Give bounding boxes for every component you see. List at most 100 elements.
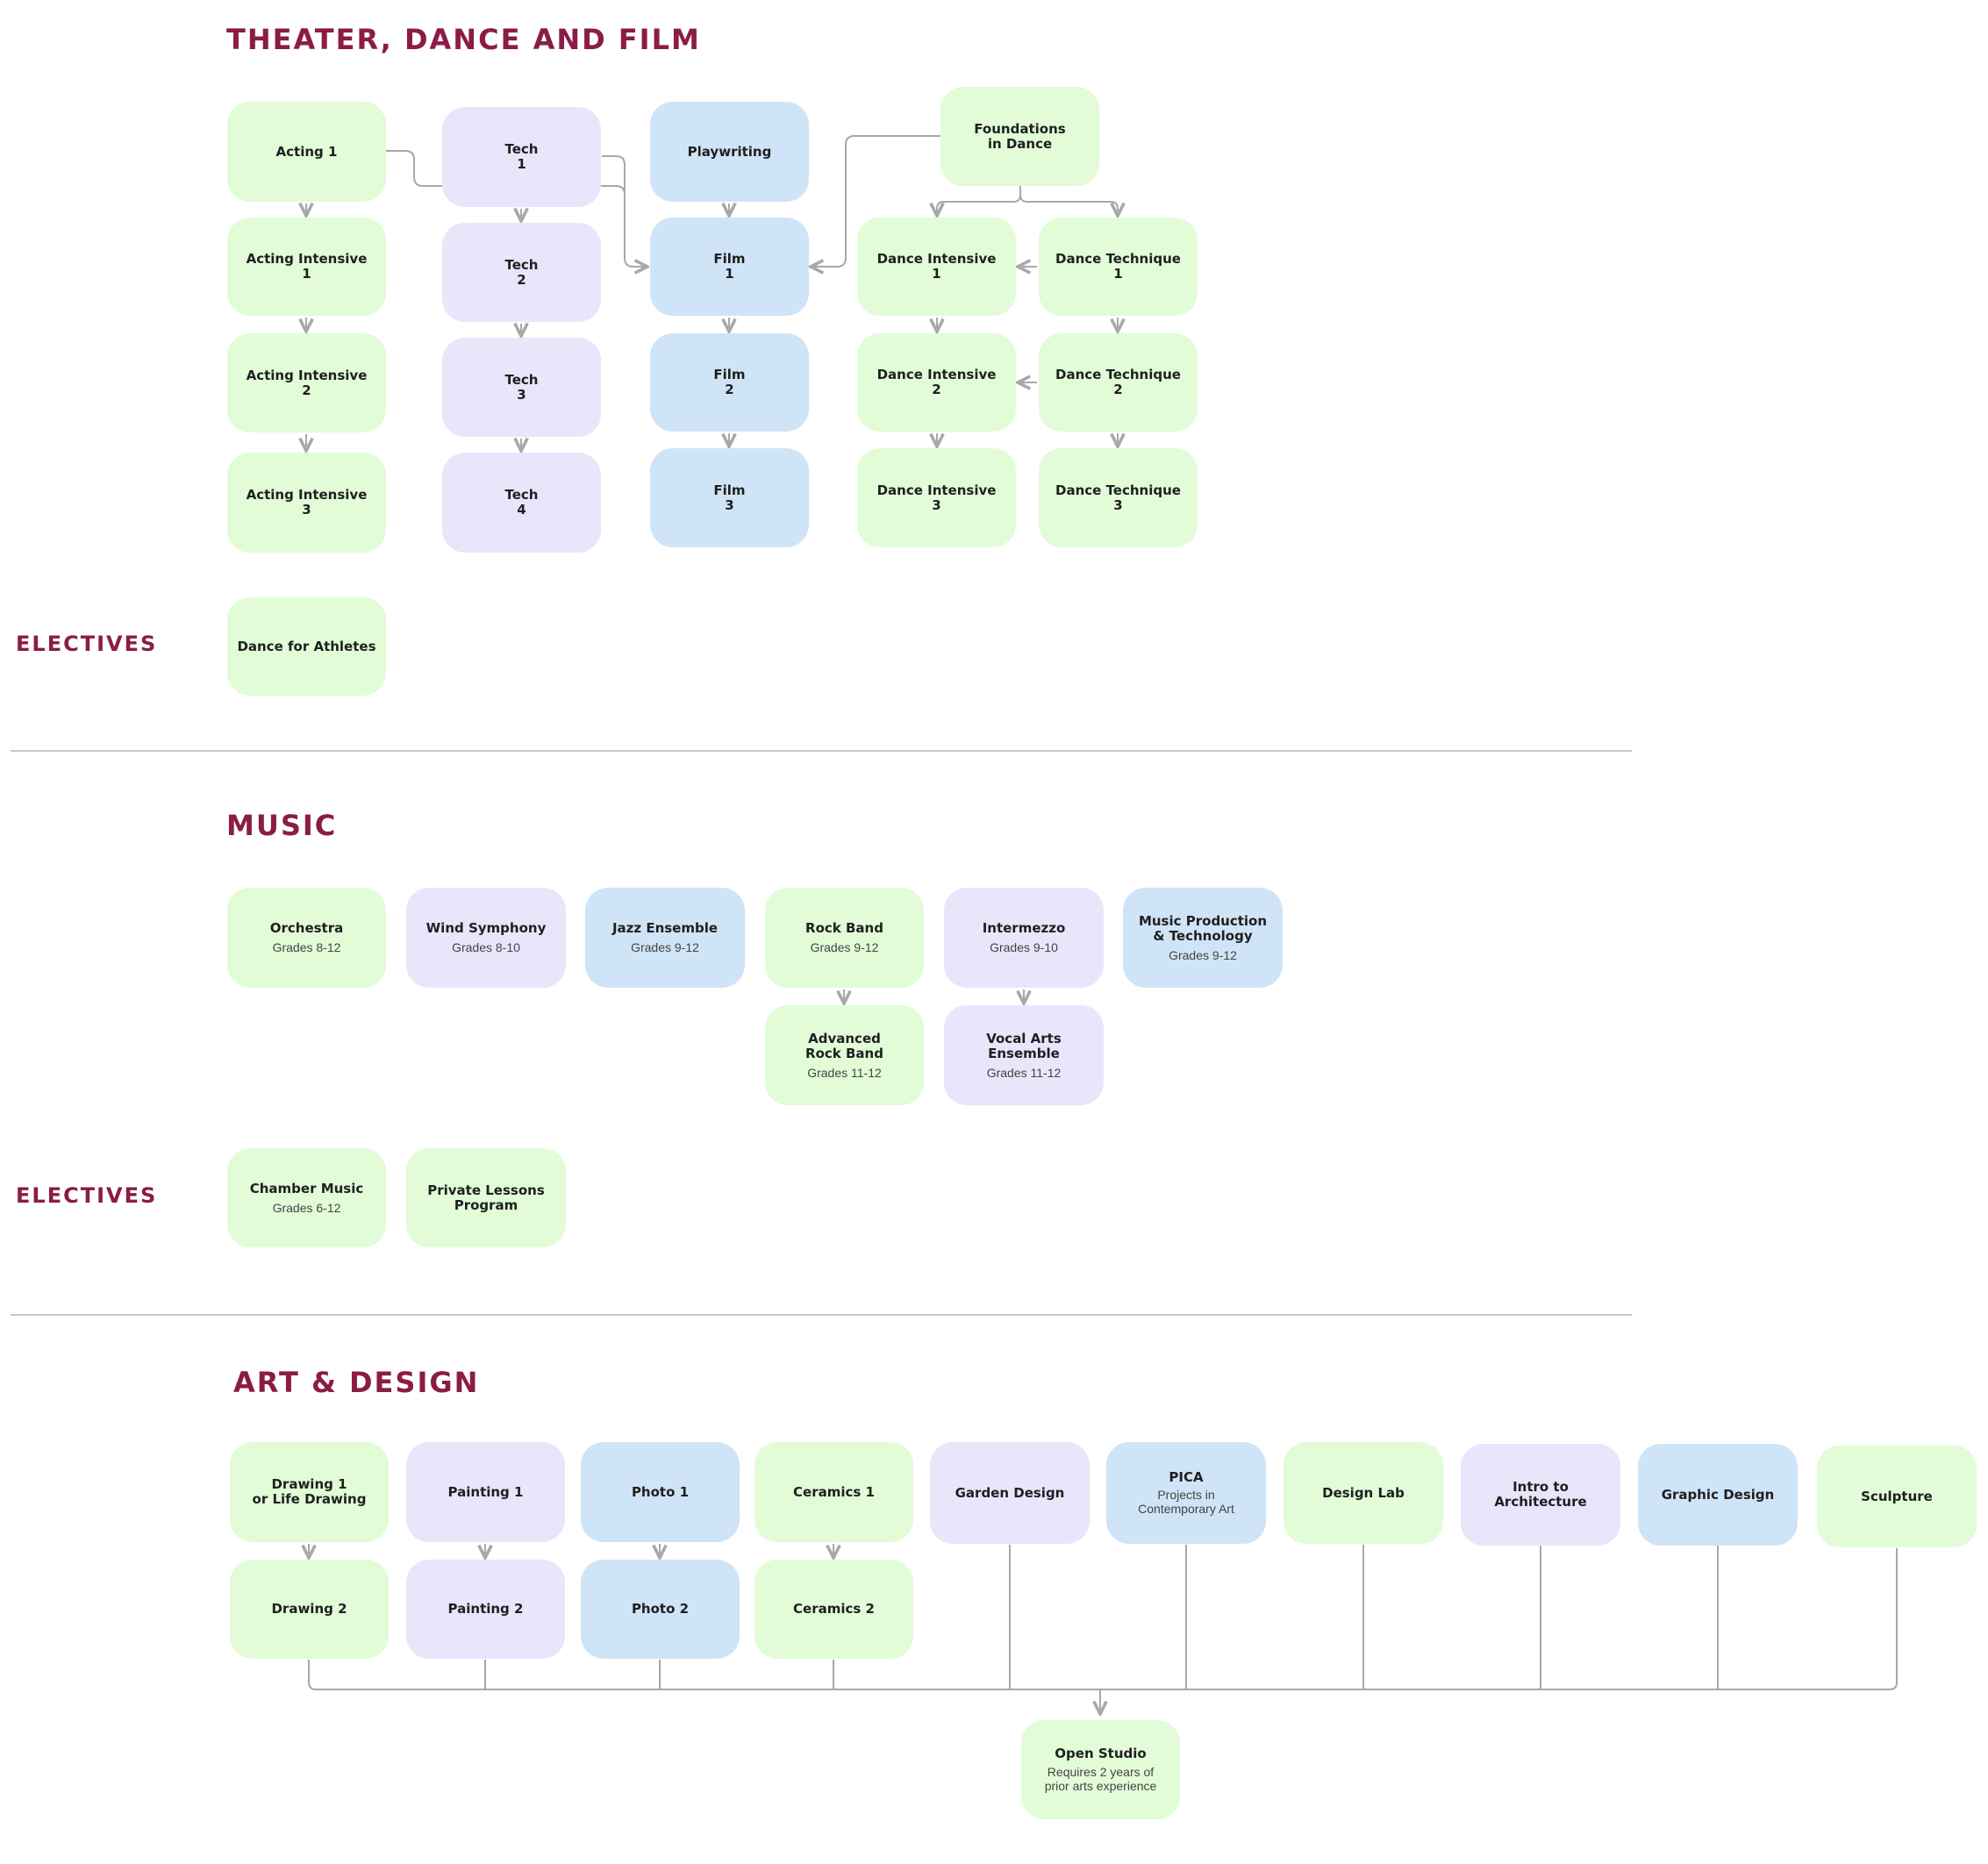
course-title: Foundations in Dance [974, 120, 1066, 152]
course-graphic-design[interactable]: Graphic Design [1638, 1444, 1798, 1546]
course-intro-to-architecture[interactable]: Intro to Architecture [1461, 1444, 1620, 1546]
link-foundations-to-dance [936, 186, 1119, 214]
link-foundations-to-film1 [811, 135, 940, 267]
course-title: Acting 1 [275, 143, 338, 160]
course-title: Dance Intensive 1 [876, 251, 997, 282]
course-title: Wind Symphony [425, 920, 547, 936]
course-dance-technique-1[interactable]: Dance Technique 1 [1039, 218, 1198, 316]
course-title: Jazz Ensemble [611, 920, 719, 936]
course-title: Graphic Design [1661, 1486, 1775, 1503]
course-drawing-2[interactable]: Drawing 2 [230, 1560, 389, 1659]
course-painting-2[interactable]: Painting 2 [406, 1560, 565, 1659]
course-title: Film 1 [713, 251, 746, 282]
section-divider [11, 750, 1632, 752]
course-tech-3[interactable]: Tech 3 [442, 338, 601, 437]
course-dance-intensive-2[interactable]: Dance Intensive 2 [857, 333, 1016, 432]
course-photo-2[interactable]: Photo 2 [581, 1560, 740, 1659]
course-tech-2[interactable]: Tech 2 [442, 223, 601, 322]
course-chamber-music[interactable]: Chamber Music Grades 6-12 [227, 1148, 386, 1247]
course-title: Tech 1 [504, 141, 539, 172]
course-title: Ceramics 1 [793, 1483, 875, 1500]
course-acting-intensive-2[interactable]: Acting Intensive 2 [227, 333, 386, 432]
course-garden-design[interactable]: Garden Design [930, 1442, 1090, 1544]
music-heading: MUSIC [226, 809, 338, 842]
course-subtitle: Requires 2 years of prior arts experienc… [1044, 1765, 1157, 1793]
course-foundations-in-dance[interactable]: Foundations in Dance [940, 87, 1099, 186]
course-title: Tech 3 [504, 371, 539, 403]
course-private-lessons-program[interactable]: Private Lessons Program [406, 1148, 566, 1247]
course-title: Painting 1 [447, 1483, 524, 1500]
section-divider [11, 1314, 1632, 1316]
course-grades: Grades 11-12 [807, 1065, 882, 1080]
course-title: Intermezzo [982, 920, 1066, 936]
course-title: Acting Intensive 2 [246, 367, 368, 398]
course-design-lab[interactable]: Design Lab [1284, 1442, 1443, 1544]
course-acting-intensive-1[interactable]: Acting Intensive 1 [227, 218, 386, 316]
course-dance-technique-3[interactable]: Dance Technique 3 [1039, 448, 1198, 547]
course-title: Chamber Music [249, 1180, 364, 1196]
course-ceramics-2[interactable]: Ceramics 2 [754, 1560, 913, 1659]
course-tech-4[interactable]: Tech 4 [442, 453, 601, 553]
course-title: Tech 2 [504, 256, 539, 288]
course-grades: Grades 6-12 [272, 1200, 341, 1215]
course-title: Photo 1 [631, 1483, 690, 1500]
course-grades: Grades 11-12 [986, 1065, 1062, 1080]
theater-heading: THEATER, DANCE AND FILM [226, 23, 701, 56]
course-painting-1[interactable]: Painting 1 [406, 1442, 565, 1542]
course-title: Music Production & Technology [1138, 912, 1268, 944]
course-title: Ceramics 2 [793, 1601, 875, 1617]
course-title: Orchestra [269, 920, 344, 936]
course-dance-technique-2[interactable]: Dance Technique 2 [1039, 333, 1198, 432]
course-dance-for-athletes[interactable]: Dance for Athletes [227, 597, 386, 696]
course-sculpture[interactable]: Sculpture [1817, 1446, 1977, 1547]
course-title: Sculpture [1861, 1488, 1933, 1504]
course-intermezzo[interactable]: Intermezzo Grades 9-10 [944, 888, 1104, 988]
course-rock-band[interactable]: Rock Band Grades 9-12 [765, 888, 924, 988]
course-open-studio[interactable]: Open Studio Requires 2 years of prior ar… [1021, 1720, 1180, 1819]
course-title: Garden Design [955, 1484, 1065, 1501]
theater-electives-heading: ELECTIVES [16, 632, 158, 656]
course-wind-symphony[interactable]: Wind Symphony Grades 8-10 [406, 888, 566, 988]
course-acting-intensive-3[interactable]: Acting Intensive 3 [227, 453, 386, 553]
course-acting-1[interactable]: Acting 1 [227, 102, 386, 202]
course-title: Open Studio [1055, 1746, 1147, 1761]
course-music-production-technology[interactable]: Music Production & Technology Grades 9-1… [1123, 888, 1283, 988]
course-title: Design Lab [1322, 1484, 1405, 1501]
course-film-2[interactable]: Film 2 [650, 333, 809, 432]
course-film-3[interactable]: Film 3 [650, 448, 809, 547]
course-jazz-ensemble[interactable]: Jazz Ensemble Grades 9-12 [585, 888, 745, 988]
course-title: Film 3 [713, 482, 746, 513]
link-tech1-to-film1 [602, 155, 626, 193]
course-title: Acting Intensive 1 [246, 251, 368, 282]
course-tech-1[interactable]: Tech 1 [442, 107, 601, 207]
course-ceramics-1[interactable]: Ceramics 1 [754, 1442, 913, 1542]
course-advanced-rock-band[interactable]: Advanced Rock Band Grades 11-12 [765, 1005, 924, 1105]
course-photo-1[interactable]: Photo 1 [581, 1442, 740, 1542]
course-grades: Grades 8-10 [452, 940, 520, 954]
course-title: Intro to Architecture [1494, 1479, 1587, 1510]
course-title: Dance Technique 3 [1055, 482, 1181, 513]
course-title: Drawing 1 or Life Drawing [252, 1476, 367, 1507]
course-title: Dance Intensive 2 [876, 367, 997, 397]
course-grades: Grades 8-12 [272, 940, 341, 954]
course-title: Vocal Arts Ensemble [986, 1030, 1062, 1061]
course-grades: Grades 9-12 [810, 940, 879, 954]
course-dance-intensive-3[interactable]: Dance Intensive 3 [857, 448, 1016, 547]
course-drawing-1[interactable]: Drawing 1 or Life Drawing [230, 1442, 389, 1542]
course-vocal-arts-ensemble[interactable]: Vocal Arts Ensemble Grades 11-12 [944, 1005, 1104, 1105]
music-electives-heading: ELECTIVES [16, 1183, 158, 1208]
course-subtitle: Projects in Contemporary Art [1138, 1488, 1234, 1516]
course-grades: Grades 9-10 [990, 940, 1058, 954]
course-pica[interactable]: PICA Projects in Contemporary Art [1106, 1442, 1266, 1544]
art-heading: ART & DESIGN [233, 1366, 480, 1399]
course-title: Dance for Athletes [237, 638, 376, 654]
course-title: Painting 2 [447, 1601, 524, 1617]
course-title: Acting Intensive 3 [246, 487, 368, 518]
course-orchestra[interactable]: Orchestra Grades 8-12 [227, 888, 386, 988]
course-playwriting[interactable]: Playwriting [650, 102, 809, 202]
course-dance-intensive-1[interactable]: Dance Intensive 1 [857, 218, 1016, 316]
course-film-1[interactable]: Film 1 [650, 218, 809, 316]
course-grades: Grades 9-12 [1169, 947, 1237, 962]
course-title: Dance Intensive 3 [876, 482, 997, 513]
course-grades: Grades 9-12 [631, 940, 699, 954]
